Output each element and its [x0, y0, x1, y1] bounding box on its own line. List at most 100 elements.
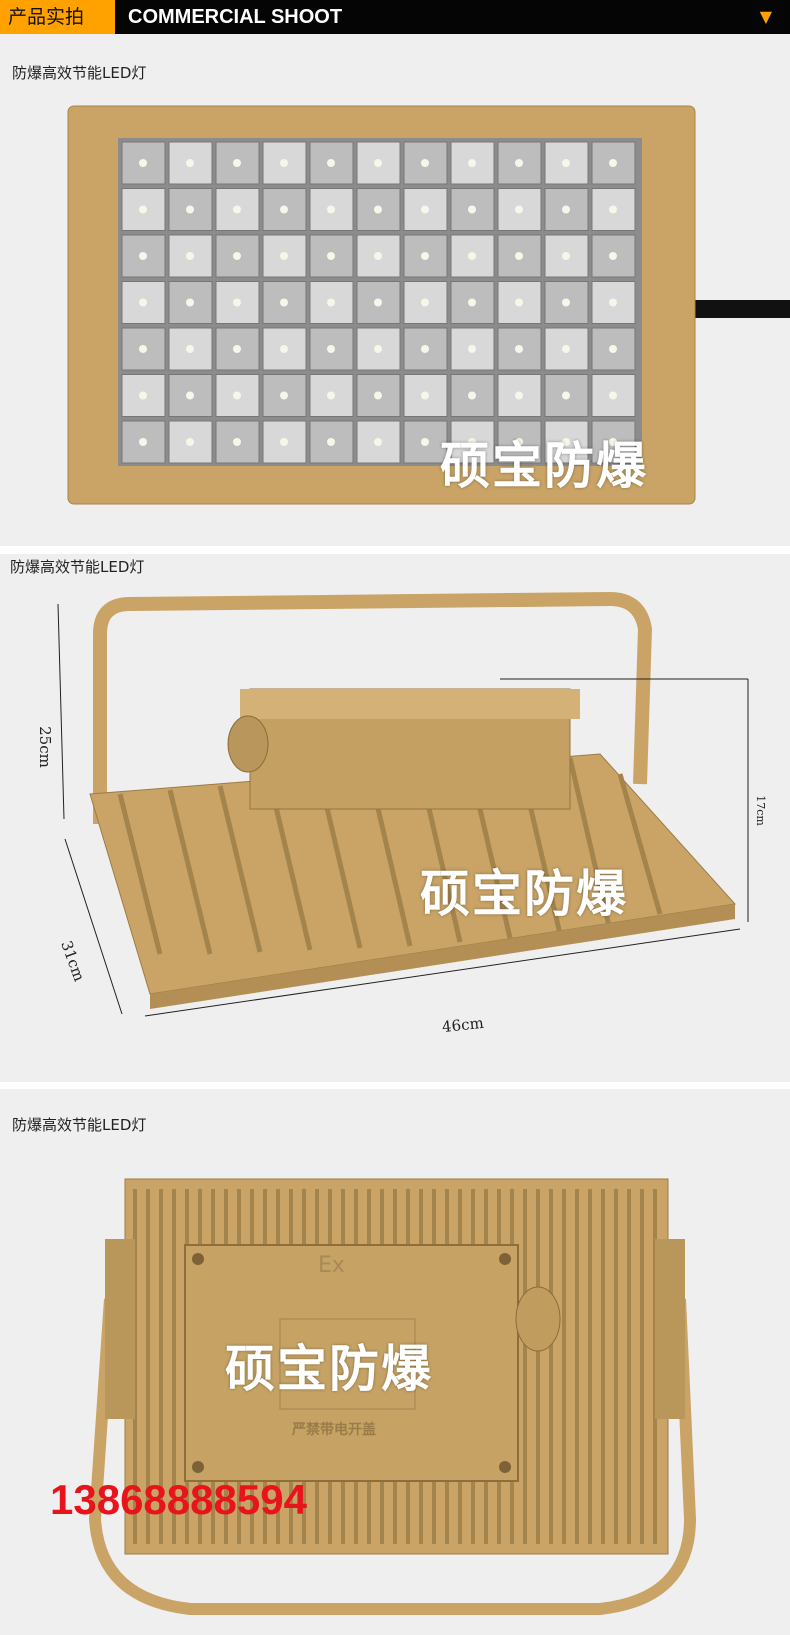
photo-back: 防爆高效节能LED灯 Ex 严禁带电开盖 硕宝防爆 — [0, 1089, 790, 1635]
led-chip — [562, 159, 570, 167]
height-dimension: 25cm — [35, 726, 54, 768]
led-reflector-cell — [356, 420, 401, 464]
led-chip — [280, 345, 288, 353]
led-chip — [421, 298, 429, 307]
led-floodlight-back-image — [88, 1178, 697, 1615]
led-chip — [562, 298, 570, 307]
triangle-down-icon: ▼ — [759, 7, 772, 26]
led-chip — [139, 159, 147, 167]
led-chip — [515, 345, 523, 353]
led-chip — [280, 438, 288, 446]
led-chip — [515, 438, 523, 446]
led-chip — [609, 159, 617, 167]
photo-dimensions: 防爆高效节能LED灯 硕宝防爆 25cm — [0, 554, 790, 1082]
led-chip — [515, 159, 523, 167]
led-chip — [186, 205, 194, 214]
header-label-cn: 产品实拍 — [0, 0, 115, 34]
led-chip — [609, 205, 617, 214]
led-chip — [327, 298, 335, 307]
photo-front: 防爆高效节能LED灯 硕宝防爆 — [0, 34, 790, 546]
led-chip — [233, 252, 241, 260]
led-chip — [139, 298, 147, 307]
led-chip — [327, 391, 335, 400]
led-chip — [327, 252, 335, 260]
led-chip — [280, 159, 288, 167]
led-chip — [562, 205, 570, 214]
led-chip — [280, 252, 288, 260]
led-chip — [515, 252, 523, 260]
led-chip — [186, 298, 194, 307]
led-chip — [186, 391, 194, 400]
led-reflector-cell — [309, 188, 354, 231]
led-chip — [609, 345, 617, 353]
led-chip — [374, 205, 382, 214]
led-chip — [562, 252, 570, 260]
led-chip — [562, 391, 570, 400]
led-chip — [609, 252, 617, 260]
led-chip — [468, 205, 476, 214]
box-height-dimension: 17cm — [753, 795, 767, 826]
led-chip — [421, 252, 429, 260]
led-chip — [233, 438, 241, 446]
led-chip — [139, 345, 147, 353]
led-chip — [515, 391, 523, 400]
led-chip — [139, 205, 147, 214]
led-chip — [186, 252, 194, 260]
led-chip — [139, 391, 147, 400]
led-chip — [233, 205, 241, 214]
header-label-en: COMMERCIAL SHOOT — [128, 6, 343, 28]
ex-mark: Ex — [318, 1253, 345, 1278]
section-header: 产品实拍 COMMERCIAL SHOOT ▼ — [0, 0, 790, 34]
led-chip — [468, 252, 476, 260]
caption: 防爆高效节能LED灯 — [12, 64, 147, 82]
caption: 防爆高效节能LED灯 — [12, 1116, 147, 1134]
phone-number: 13868888594 — [50, 1476, 307, 1523]
led-chip — [186, 438, 194, 446]
led-reflector-cell — [544, 327, 589, 371]
led-chip — [562, 345, 570, 353]
led-reflector-cell — [262, 141, 307, 185]
led-chip — [186, 345, 194, 353]
led-chip — [468, 298, 476, 307]
led-chip — [186, 159, 194, 167]
led-chip — [515, 205, 523, 214]
led-chip — [139, 438, 147, 446]
led-chip — [515, 298, 523, 307]
led-chip — [374, 438, 382, 446]
led-chip — [327, 159, 335, 167]
led-chip — [233, 159, 241, 167]
led-chip — [374, 345, 382, 353]
led-chip — [421, 438, 429, 446]
led-chip — [233, 391, 241, 400]
led-chip — [233, 345, 241, 353]
led-chip — [374, 298, 382, 307]
led-floodlight-front-image — [67, 105, 790, 505]
led-chip — [280, 205, 288, 214]
led-floodlight-side-image — [57, 591, 749, 1017]
led-chip — [609, 391, 617, 400]
led-chip — [468, 159, 476, 167]
led-chip — [374, 391, 382, 400]
led-chip — [327, 438, 335, 446]
led-chip — [327, 205, 335, 214]
led-reflector-cell — [403, 420, 448, 464]
led-chip — [280, 391, 288, 400]
warning-label: 严禁带电开盖 — [292, 1422, 376, 1438]
led-chip — [421, 391, 429, 400]
watermark: 硕宝防爆 — [420, 865, 628, 923]
led-chip — [421, 159, 429, 167]
watermark: 硕宝防爆 — [440, 437, 648, 495]
led-chip — [468, 438, 476, 446]
led-chip — [609, 298, 617, 307]
led-chip — [421, 345, 429, 353]
led-chip — [374, 159, 382, 167]
led-chip — [609, 438, 617, 446]
led-chip — [374, 252, 382, 260]
led-chip — [468, 345, 476, 353]
led-chip — [562, 438, 570, 446]
watermark: 硕宝防爆 — [225, 1340, 433, 1398]
led-chip — [468, 391, 476, 400]
led-chip — [280, 298, 288, 307]
caption: 防爆高效节能LED灯 — [10, 558, 145, 576]
